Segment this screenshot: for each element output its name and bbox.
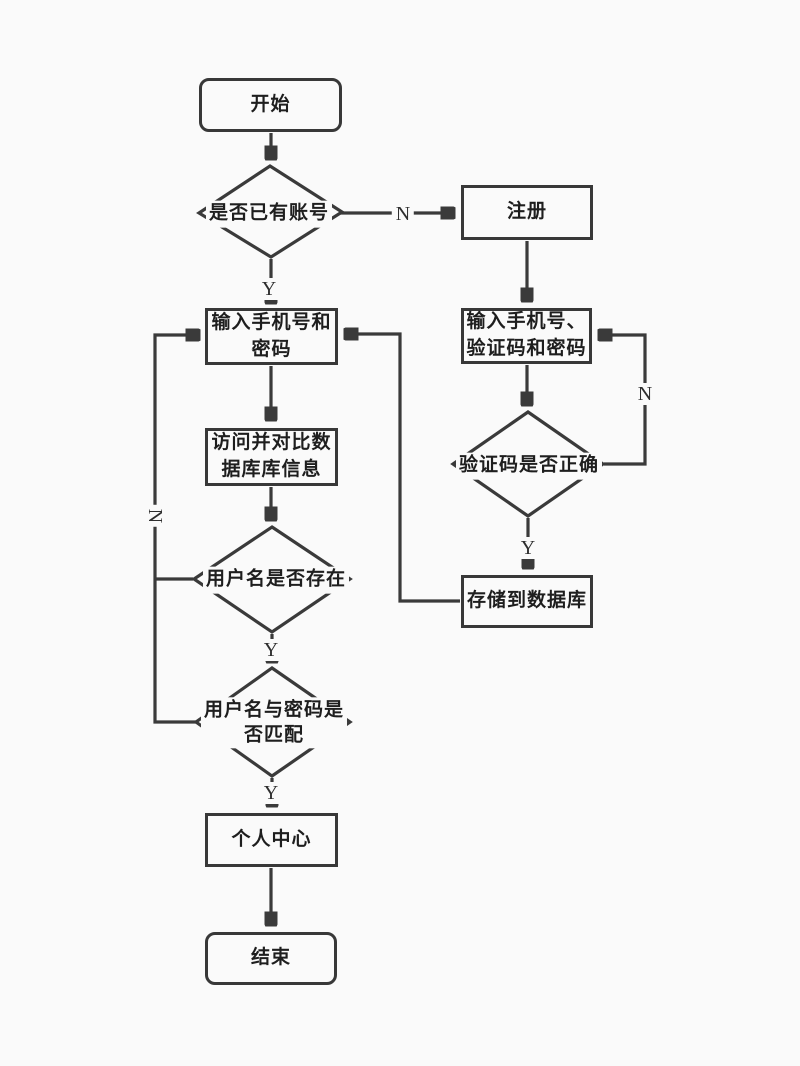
node-end: 结束 <box>205 932 337 985</box>
node-start: 开始 <box>199 78 342 132</box>
edge-label-yes-user-exists: Y <box>259 639 283 661</box>
node-register: 注册 <box>461 185 593 240</box>
node-code-correct: 验证码是否正确 <box>455 452 603 480</box>
edge-label-no-to-register: N <box>391 203 415 225</box>
node-login-input: 输入手机号和 密码 <box>205 308 338 365</box>
edge-label-yes-has-account: Y <box>257 278 281 300</box>
node-reg-input: 输入手机号、 验证码和密码 <box>461 308 592 364</box>
node-user-exists: 用户名是否存在 <box>202 566 350 594</box>
edge-label-yes-code-correct: Y <box>516 537 540 559</box>
edge-no-loop-left-to-login-input <box>153 335 200 724</box>
node-user-match: 用户名与密码是 否匹配 <box>200 697 348 749</box>
node-store-db: 存储到数据库 <box>461 575 593 628</box>
node-has-account: 是否已有账号 <box>205 200 333 228</box>
node-db-compare: 访问并对比数 据库库信息 <box>205 428 338 486</box>
node-personal-center: 个人中心 <box>205 813 338 867</box>
edge-store-db-to-login-input <box>344 334 460 603</box>
edge-label-yes-user-match: Y <box>259 782 283 804</box>
edge-label-no-retry-login: N <box>144 504 166 528</box>
edge-label-no-code-retry: N <box>633 383 657 405</box>
